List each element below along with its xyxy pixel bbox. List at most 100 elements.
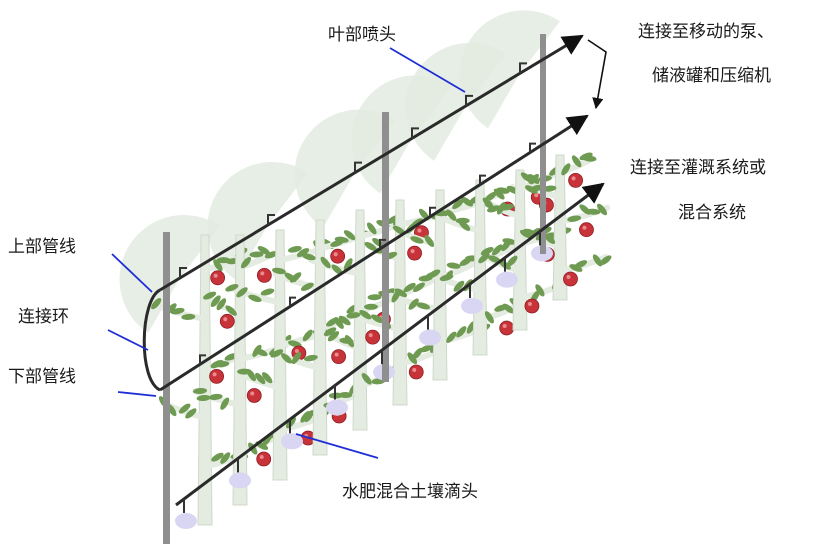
lower-pipe-label: 下部管线: [8, 367, 76, 387]
leaf-icon: [453, 280, 465, 292]
tree-branch: [436, 213, 483, 234]
leaf-icon: [502, 303, 515, 314]
apple-icon: [563, 271, 578, 287]
leaf-icon: [413, 282, 425, 293]
apple-icon: [256, 267, 272, 283]
apple-tree-icon: [478, 165, 572, 331]
apple-icon: [330, 248, 346, 264]
upper-pipe: [159, 34, 584, 292]
leaf-icon: [567, 215, 582, 222]
leaf-icon: [302, 329, 313, 342]
apple-highlight: [334, 352, 339, 357]
foliar-nozzle-icon: [267, 213, 275, 225]
leaf-icon: [461, 196, 473, 207]
apple-highlight: [412, 368, 417, 372]
foliar-nozzle-label: 叶部喷头: [328, 25, 396, 45]
soil-dripper-leader: [295, 433, 379, 459]
tree-trunk: [552, 154, 568, 301]
leaf-icon: [270, 349, 284, 358]
apple-highlight: [582, 225, 587, 230]
leaf-icon: [363, 303, 378, 310]
leaf-icon: [372, 237, 385, 248]
leaf-icon: [524, 185, 538, 194]
leaf-icon: [338, 315, 351, 326]
pipe-group: [142, 34, 605, 507]
leaf-icon: [496, 202, 506, 215]
apple-tree-icon: [151, 234, 249, 526]
leaf-icon: [255, 372, 266, 385]
spray-fan-icon: [207, 162, 308, 280]
apple-icon: [408, 364, 424, 380]
apple-highlight: [250, 391, 255, 396]
foliar-nozzle-icon: [354, 161, 362, 173]
leaf-icon: [408, 298, 419, 310]
apple-highlight: [368, 333, 373, 338]
apple-icon: [365, 329, 381, 345]
leaf-icon: [215, 361, 230, 368]
leaf-icon: [506, 255, 518, 267]
pump-connect-label-line1: 连接至移动的泵、: [638, 22, 774, 42]
leaf-icon: [296, 248, 310, 258]
leaf-icon: [303, 354, 318, 362]
leaf-icon: [193, 387, 208, 395]
leaf-icon: [208, 393, 223, 401]
leaf-icon: [446, 331, 457, 343]
leaf-icon: [455, 217, 470, 224]
soil-drip-pipe: [175, 182, 605, 507]
leaf-icon: [248, 294, 262, 303]
leaf-icon: [327, 331, 340, 342]
apple-highlight: [212, 372, 217, 377]
leaf-icon: [302, 253, 316, 261]
leaf-icon: [416, 302, 431, 310]
leaf-icon: [571, 155, 582, 168]
apple-highlight: [566, 275, 571, 279]
leaf-icon: [288, 246, 302, 253]
apple-icon: [219, 313, 235, 329]
tree-branch: [432, 273, 483, 294]
leaf-icon: [323, 327, 337, 337]
lower-nozzle-icon: [479, 174, 486, 185]
leaf-icon: [262, 372, 273, 384]
foliar-nozzle-leader: [389, 47, 466, 93]
leaf-icon: [482, 197, 494, 209]
leaf-icon: [407, 352, 418, 365]
leaf-icon: [446, 209, 457, 221]
leaf-icon: [343, 230, 356, 241]
leaf-icon: [220, 397, 230, 410]
foliar-nozzle-icon: [519, 62, 527, 74]
leaf-icon: [291, 351, 302, 364]
leaf-icon: [480, 247, 494, 256]
drip-bubble-icon: [461, 297, 483, 314]
apple-highlight: [417, 228, 422, 233]
leaf-icon: [343, 258, 353, 271]
spray-fan-icon: [459, 10, 560, 129]
leaf-icon: [284, 272, 297, 283]
leaf-icon: [359, 310, 372, 320]
leaf-icon: [446, 262, 461, 269]
leaf-icon: [493, 188, 505, 200]
drip-bubble-icon: [496, 271, 518, 288]
tree-trunk: [312, 219, 328, 456]
drip-bubble-icon: [229, 472, 251, 489]
leaf-icon: [225, 283, 239, 292]
lower-nozzle-icon: [379, 238, 386, 249]
apple-tree-icon: [192, 234, 292, 506]
apple-highlight: [213, 273, 218, 278]
leaf-icon: [392, 225, 406, 235]
leaf-icon: [366, 222, 377, 235]
leaf-icon: [597, 203, 608, 216]
leaf-icon: [151, 297, 162, 310]
apple-icon: [499, 320, 515, 336]
leaf-icon: [331, 264, 343, 275]
drip-bubble-icon: [175, 512, 197, 529]
leaf-icon: [574, 260, 588, 269]
apple-highlight: [260, 271, 265, 276]
tree-trunk: [197, 234, 213, 526]
leaf-icon: [478, 253, 490, 264]
apple-icon: [568, 172, 583, 188]
leaf-icon: [391, 290, 401, 303]
leaf-icon: [304, 409, 314, 423]
apple-highlight: [502, 324, 507, 328]
apple-highlight: [294, 349, 299, 353]
leaf-icon: [203, 291, 217, 300]
